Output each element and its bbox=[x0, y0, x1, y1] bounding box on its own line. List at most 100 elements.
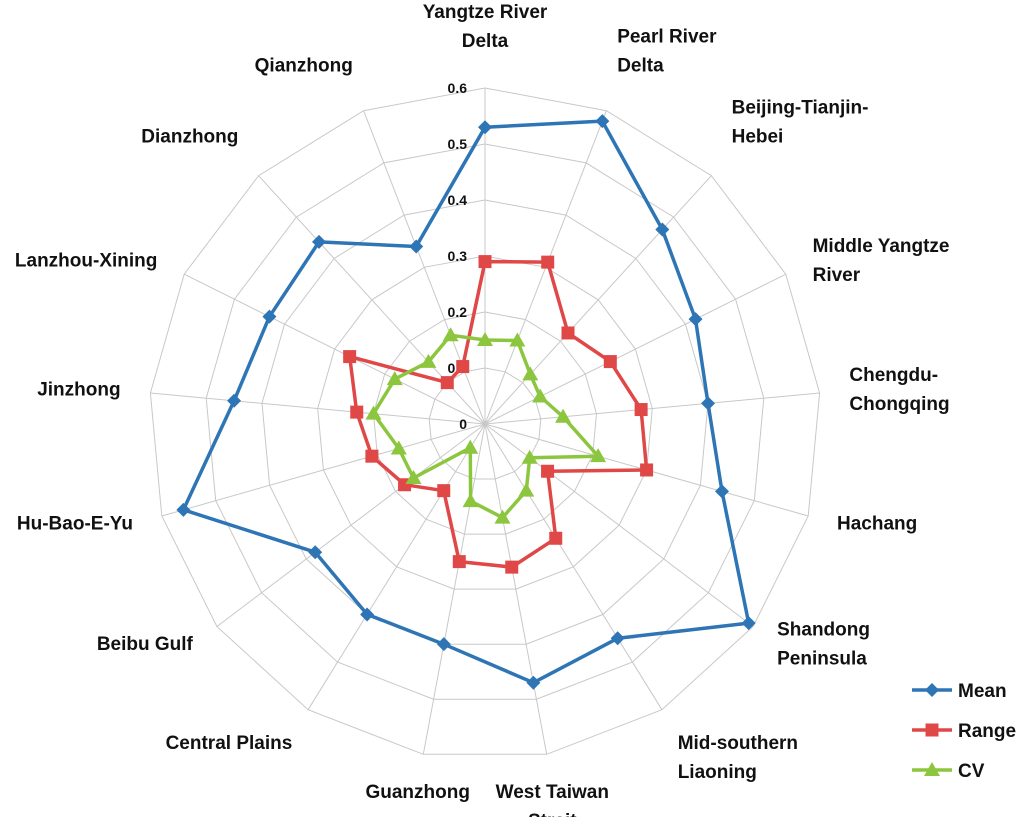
grid-ring-3 bbox=[317, 255, 653, 590]
data-point-mean bbox=[176, 502, 191, 517]
data-point-range bbox=[365, 449, 379, 463]
category-label: Hachang bbox=[837, 514, 917, 535]
tick-label: 0.6 bbox=[448, 80, 468, 96]
data-point-mean bbox=[741, 616, 756, 631]
data-point-cv bbox=[390, 440, 407, 455]
category-label: Lanzhou-Xining bbox=[15, 250, 157, 271]
data-point-mean bbox=[227, 393, 242, 408]
data-point-cv bbox=[462, 493, 479, 508]
data-point-mean bbox=[714, 484, 729, 499]
tick-label: 0.4 bbox=[448, 192, 468, 208]
data-point-range bbox=[350, 405, 364, 419]
data-point-cv bbox=[509, 332, 526, 347]
category-label: Qianzhong bbox=[255, 56, 353, 77]
data-point-range bbox=[549, 531, 563, 545]
data-point-cv bbox=[518, 482, 535, 497]
data-point-cv bbox=[494, 509, 511, 524]
data-point-range bbox=[452, 555, 466, 569]
series-line-range bbox=[347, 259, 649, 569]
data-point-mean bbox=[610, 631, 625, 646]
category-label: Beijing-Tianjin-Hebei bbox=[732, 98, 869, 148]
legend-label: Range bbox=[958, 721, 1016, 742]
category-label: West TaiwanStrait bbox=[496, 782, 609, 817]
tick-label: 0.5 bbox=[448, 136, 468, 152]
data-point-mean bbox=[360, 607, 375, 622]
data-point-range bbox=[603, 355, 617, 369]
data-point-range bbox=[561, 326, 575, 340]
grid-spoke bbox=[216, 423, 486, 627]
data-point-mean bbox=[478, 120, 492, 135]
grid-spoke bbox=[484, 423, 548, 755]
data-point-mean bbox=[308, 545, 323, 560]
data-point-cv bbox=[386, 371, 403, 386]
category-label: Central Plains bbox=[166, 733, 293, 754]
legend-label: CV bbox=[958, 761, 985, 782]
data-point-cv bbox=[442, 327, 459, 342]
data-point-mean bbox=[526, 675, 541, 690]
data-point-mean bbox=[688, 312, 703, 327]
series-range bbox=[343, 255, 654, 574]
data-point-mean bbox=[701, 396, 716, 411]
data-point-cv bbox=[420, 353, 437, 368]
series-layer bbox=[176, 114, 756, 690]
data-point-cv bbox=[522, 366, 539, 381]
grid-spoke bbox=[484, 423, 754, 627]
data-point-cv bbox=[462, 439, 479, 454]
data-point-cv bbox=[477, 332, 493, 346]
grid-ring-1 bbox=[428, 367, 542, 480]
data-point-cv bbox=[590, 448, 607, 463]
data-point-mean bbox=[409, 239, 424, 254]
grid-ring-4 bbox=[261, 199, 709, 645]
legend-label: Mean bbox=[958, 681, 1007, 702]
category-label: Beibu Gulf bbox=[97, 634, 194, 655]
data-point-cv bbox=[365, 405, 382, 420]
series-line-mean bbox=[181, 119, 751, 685]
data-point-mean bbox=[436, 637, 451, 652]
grid-spoke bbox=[150, 392, 486, 425]
category-label: Jinzhong bbox=[37, 380, 120, 401]
legend-item-mean: Mean bbox=[912, 681, 1007, 702]
legend-item-cv: CV bbox=[912, 761, 985, 782]
grid-spoke bbox=[183, 273, 486, 425]
category-label: Hu-Bao-E-Yu bbox=[17, 514, 133, 535]
data-point-range bbox=[640, 463, 654, 477]
category-label: Chengdu-Chongqing bbox=[849, 365, 949, 415]
data-point-range bbox=[440, 376, 454, 390]
grid-ring-5 bbox=[205, 143, 765, 700]
data-point-cv bbox=[532, 388, 549, 403]
grid-spoke bbox=[484, 175, 712, 425]
data-point-cv bbox=[405, 469, 422, 484]
grid-ring-6 bbox=[149, 87, 821, 755]
legend-item-range: Range bbox=[912, 721, 1016, 742]
data-point-range bbox=[541, 255, 555, 269]
series-cv bbox=[365, 327, 607, 524]
legend-marker bbox=[924, 762, 940, 776]
data-point-range bbox=[343, 350, 357, 364]
grid-spoke bbox=[484, 392, 820, 425]
grid-spoke bbox=[422, 423, 486, 755]
series-mean bbox=[176, 114, 756, 690]
tick-label: 0.3 bbox=[448, 248, 468, 264]
grid-spoke bbox=[307, 423, 486, 710]
data-point-mean bbox=[595, 114, 610, 129]
data-point-range bbox=[505, 560, 519, 574]
data-point-range bbox=[478, 255, 492, 269]
data-point-range bbox=[456, 360, 470, 374]
grid-spoke bbox=[161, 423, 486, 517]
data-point-mean bbox=[262, 309, 277, 324]
radar-grid bbox=[149, 87, 821, 755]
data-point-cv bbox=[555, 408, 572, 423]
category-label: Dianzhong bbox=[141, 127, 238, 148]
tick-label: 0 bbox=[459, 416, 467, 432]
legend-marker bbox=[925, 723, 939, 737]
data-point-range bbox=[437, 484, 451, 498]
grid-spoke bbox=[484, 423, 663, 710]
data-point-range bbox=[541, 464, 555, 478]
